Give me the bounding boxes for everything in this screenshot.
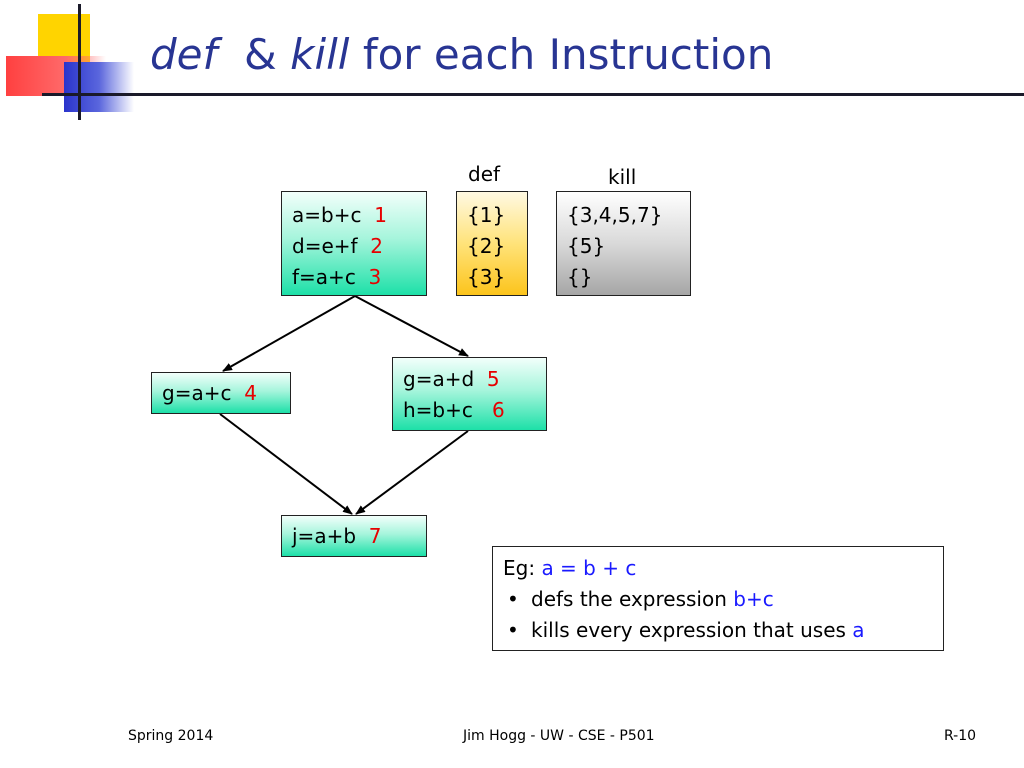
instruction-6: h=b+c 6 bbox=[403, 395, 546, 426]
example-bullet-2: • kills every expression that uses a bbox=[503, 615, 933, 646]
bullet-text: defs the expression bbox=[531, 587, 727, 611]
bullet-icon: • bbox=[507, 618, 519, 642]
example-heading: Eg: a = b + c bbox=[503, 553, 933, 584]
kill-set-box: {3,4,5,7} {5} {} bbox=[556, 191, 691, 296]
basic-block-1: a=b+c 1 d=e+f 2 f=a+c 3 bbox=[281, 191, 427, 296]
title-underline bbox=[42, 93, 1024, 96]
slide-title: def & kill for each Instruction bbox=[150, 30, 773, 79]
basic-block-2: g=a+c 4 bbox=[151, 372, 291, 414]
example-label: Eg: bbox=[503, 556, 536, 580]
kill-set-2: {5} bbox=[567, 234, 606, 258]
instruction-code: g=a+c bbox=[162, 381, 232, 405]
edge-b1-b3 bbox=[354, 295, 469, 357]
edge-b2-b4 bbox=[219, 413, 353, 515]
instruction-4: g=a+c 4 bbox=[162, 378, 290, 409]
edge-b3-b4 bbox=[355, 430, 469, 515]
kill-set-3: {} bbox=[567, 265, 593, 289]
bullet-highlight: b+c bbox=[733, 587, 774, 611]
title-def: def bbox=[150, 30, 218, 79]
example-expression: a = b + c bbox=[541, 556, 637, 580]
logo-blue-bar bbox=[64, 62, 134, 112]
def-set-1: {1} bbox=[467, 203, 506, 227]
instruction-number: 7 bbox=[368, 524, 382, 548]
instruction-7: j=a+b 7 bbox=[292, 521, 426, 552]
instruction-code: j=a+b bbox=[292, 524, 357, 548]
footer-slide-number: R-10 bbox=[944, 728, 977, 744]
kill-set-1: {3,4,5,7} bbox=[567, 203, 663, 227]
instruction-number: 6 bbox=[491, 398, 505, 422]
basic-block-4: j=a+b 7 bbox=[281, 515, 427, 557]
bullet-icon: • bbox=[507, 587, 519, 611]
instruction-3: f=a+c 3 bbox=[292, 262, 426, 293]
def-set-3: {3} bbox=[467, 265, 506, 289]
example-bullet-1: • defs the expression b+c bbox=[503, 584, 933, 615]
kill-column-label: kill bbox=[608, 165, 637, 189]
basic-block-3: g=a+d 5 h=b+c 6 bbox=[392, 357, 547, 431]
example-box: Eg: a = b + c • defs the expression b+c •… bbox=[492, 546, 944, 651]
edge-b1-b2 bbox=[222, 295, 356, 372]
title-kill: kill bbox=[290, 30, 350, 79]
def-set-2: {2} bbox=[467, 234, 506, 258]
title-amp: & bbox=[244, 30, 277, 79]
def-set-box: {1} {2} {3} bbox=[456, 191, 528, 296]
def-column-label: def bbox=[468, 162, 501, 186]
instruction-1: a=b+c 1 bbox=[292, 200, 426, 231]
instruction-5: g=a+d 5 bbox=[403, 364, 546, 395]
instruction-number: 3 bbox=[368, 265, 382, 289]
bullet-highlight: a bbox=[852, 618, 865, 642]
instruction-code: d=e+f bbox=[292, 234, 358, 258]
instruction-number: 4 bbox=[244, 381, 257, 405]
bullet-text: kills every expression that uses bbox=[531, 618, 846, 642]
instruction-2: d=e+f 2 bbox=[292, 231, 426, 262]
instruction-code: g=a+d bbox=[403, 367, 475, 391]
logo-vertical-rule bbox=[78, 4, 81, 120]
footer-author: Jim Hogg - UW - CSE - P501 bbox=[463, 728, 655, 744]
instruction-code: f=a+c bbox=[292, 265, 356, 289]
instruction-code: a=b+c bbox=[292, 203, 362, 227]
instruction-number: 2 bbox=[370, 234, 384, 258]
instruction-code: h=b+c bbox=[403, 398, 473, 422]
footer-date: Spring 2014 bbox=[128, 728, 214, 744]
title-rest: for each Instruction bbox=[362, 30, 774, 79]
instruction-number: 5 bbox=[486, 367, 500, 391]
instruction-number: 1 bbox=[374, 203, 387, 227]
